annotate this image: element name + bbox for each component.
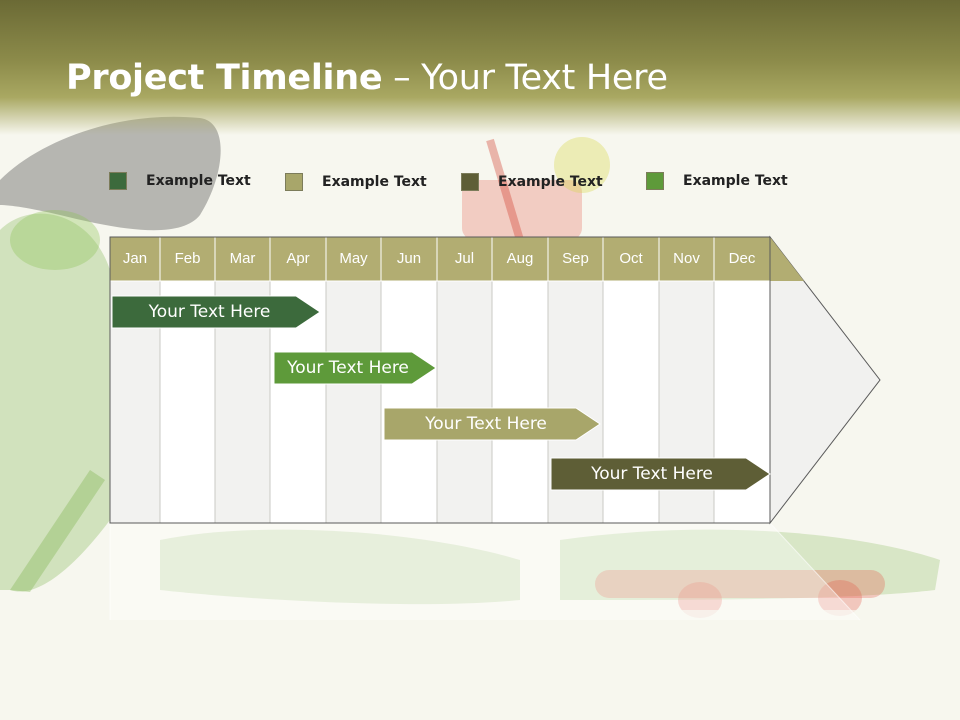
month-header-nov [658, 236, 715, 282]
legend-swatch-3 [461, 173, 479, 191]
title-bold: Project Timeline [66, 58, 383, 98]
month-column-jun [380, 280, 438, 524]
task-label-2: Your Text Here [287, 358, 409, 378]
month-column-aug [491, 280, 549, 524]
task-arrow-3 [383, 407, 601, 441]
month-header-sep [547, 236, 604, 282]
reflection-edge-right [769, 522, 861, 621]
month-header-jan [109, 236, 161, 282]
month-label-apr: Apr [286, 250, 310, 267]
month-label-oct: Oct [619, 250, 643, 267]
month-label-may: May [339, 250, 368, 267]
month-label-nov: Nov [673, 250, 700, 267]
month-header-oct [602, 236, 660, 282]
task-label-4: Your Text Here [591, 464, 713, 484]
month-label-feb: Feb [174, 250, 201, 267]
title-rest: – Your Text Here [382, 58, 668, 98]
month-label-jun: Jun [396, 250, 422, 267]
month-label-jul: Jul [454, 250, 475, 267]
legend-label-4: Example Text [683, 173, 788, 189]
timeline-arrow-head-band [770, 237, 804, 281]
timeline-frame [109, 236, 771, 524]
timeline-reflection [110, 523, 860, 620]
month-header-jun [380, 236, 438, 282]
legend-swatch-4 [646, 172, 664, 190]
month-label-jan: Jan [122, 250, 148, 267]
task-arrow-2 [273, 351, 437, 385]
month-label-dec: Dec [728, 250, 756, 267]
task-label-1: Your Text Here [148, 302, 271, 322]
task-arrow-1 [111, 295, 321, 329]
task-label-3: Your Text Here [425, 414, 547, 434]
legend-swatch-2 [285, 173, 303, 191]
month-label-mar: Mar [229, 250, 256, 267]
legend-label-2: Example Text [322, 174, 427, 190]
month-header-may [325, 236, 382, 282]
legend-swatch-1 [109, 172, 127, 190]
month-header-apr [269, 236, 327, 282]
month-column-jul [436, 280, 493, 524]
month-header-dec [713, 236, 771, 282]
month-column-may [325, 280, 382, 524]
month-label-aug: Aug [506, 250, 534, 267]
slide-title: Project Timeline – Your Text Here [66, 58, 668, 98]
month-label-sep: Sep [562, 250, 589, 267]
title-band [0, 0, 960, 135]
legend-label-3: Example Text [498, 174, 603, 190]
legend-label-1: Example Text [146, 173, 251, 189]
task-arrow-4 [550, 457, 771, 491]
